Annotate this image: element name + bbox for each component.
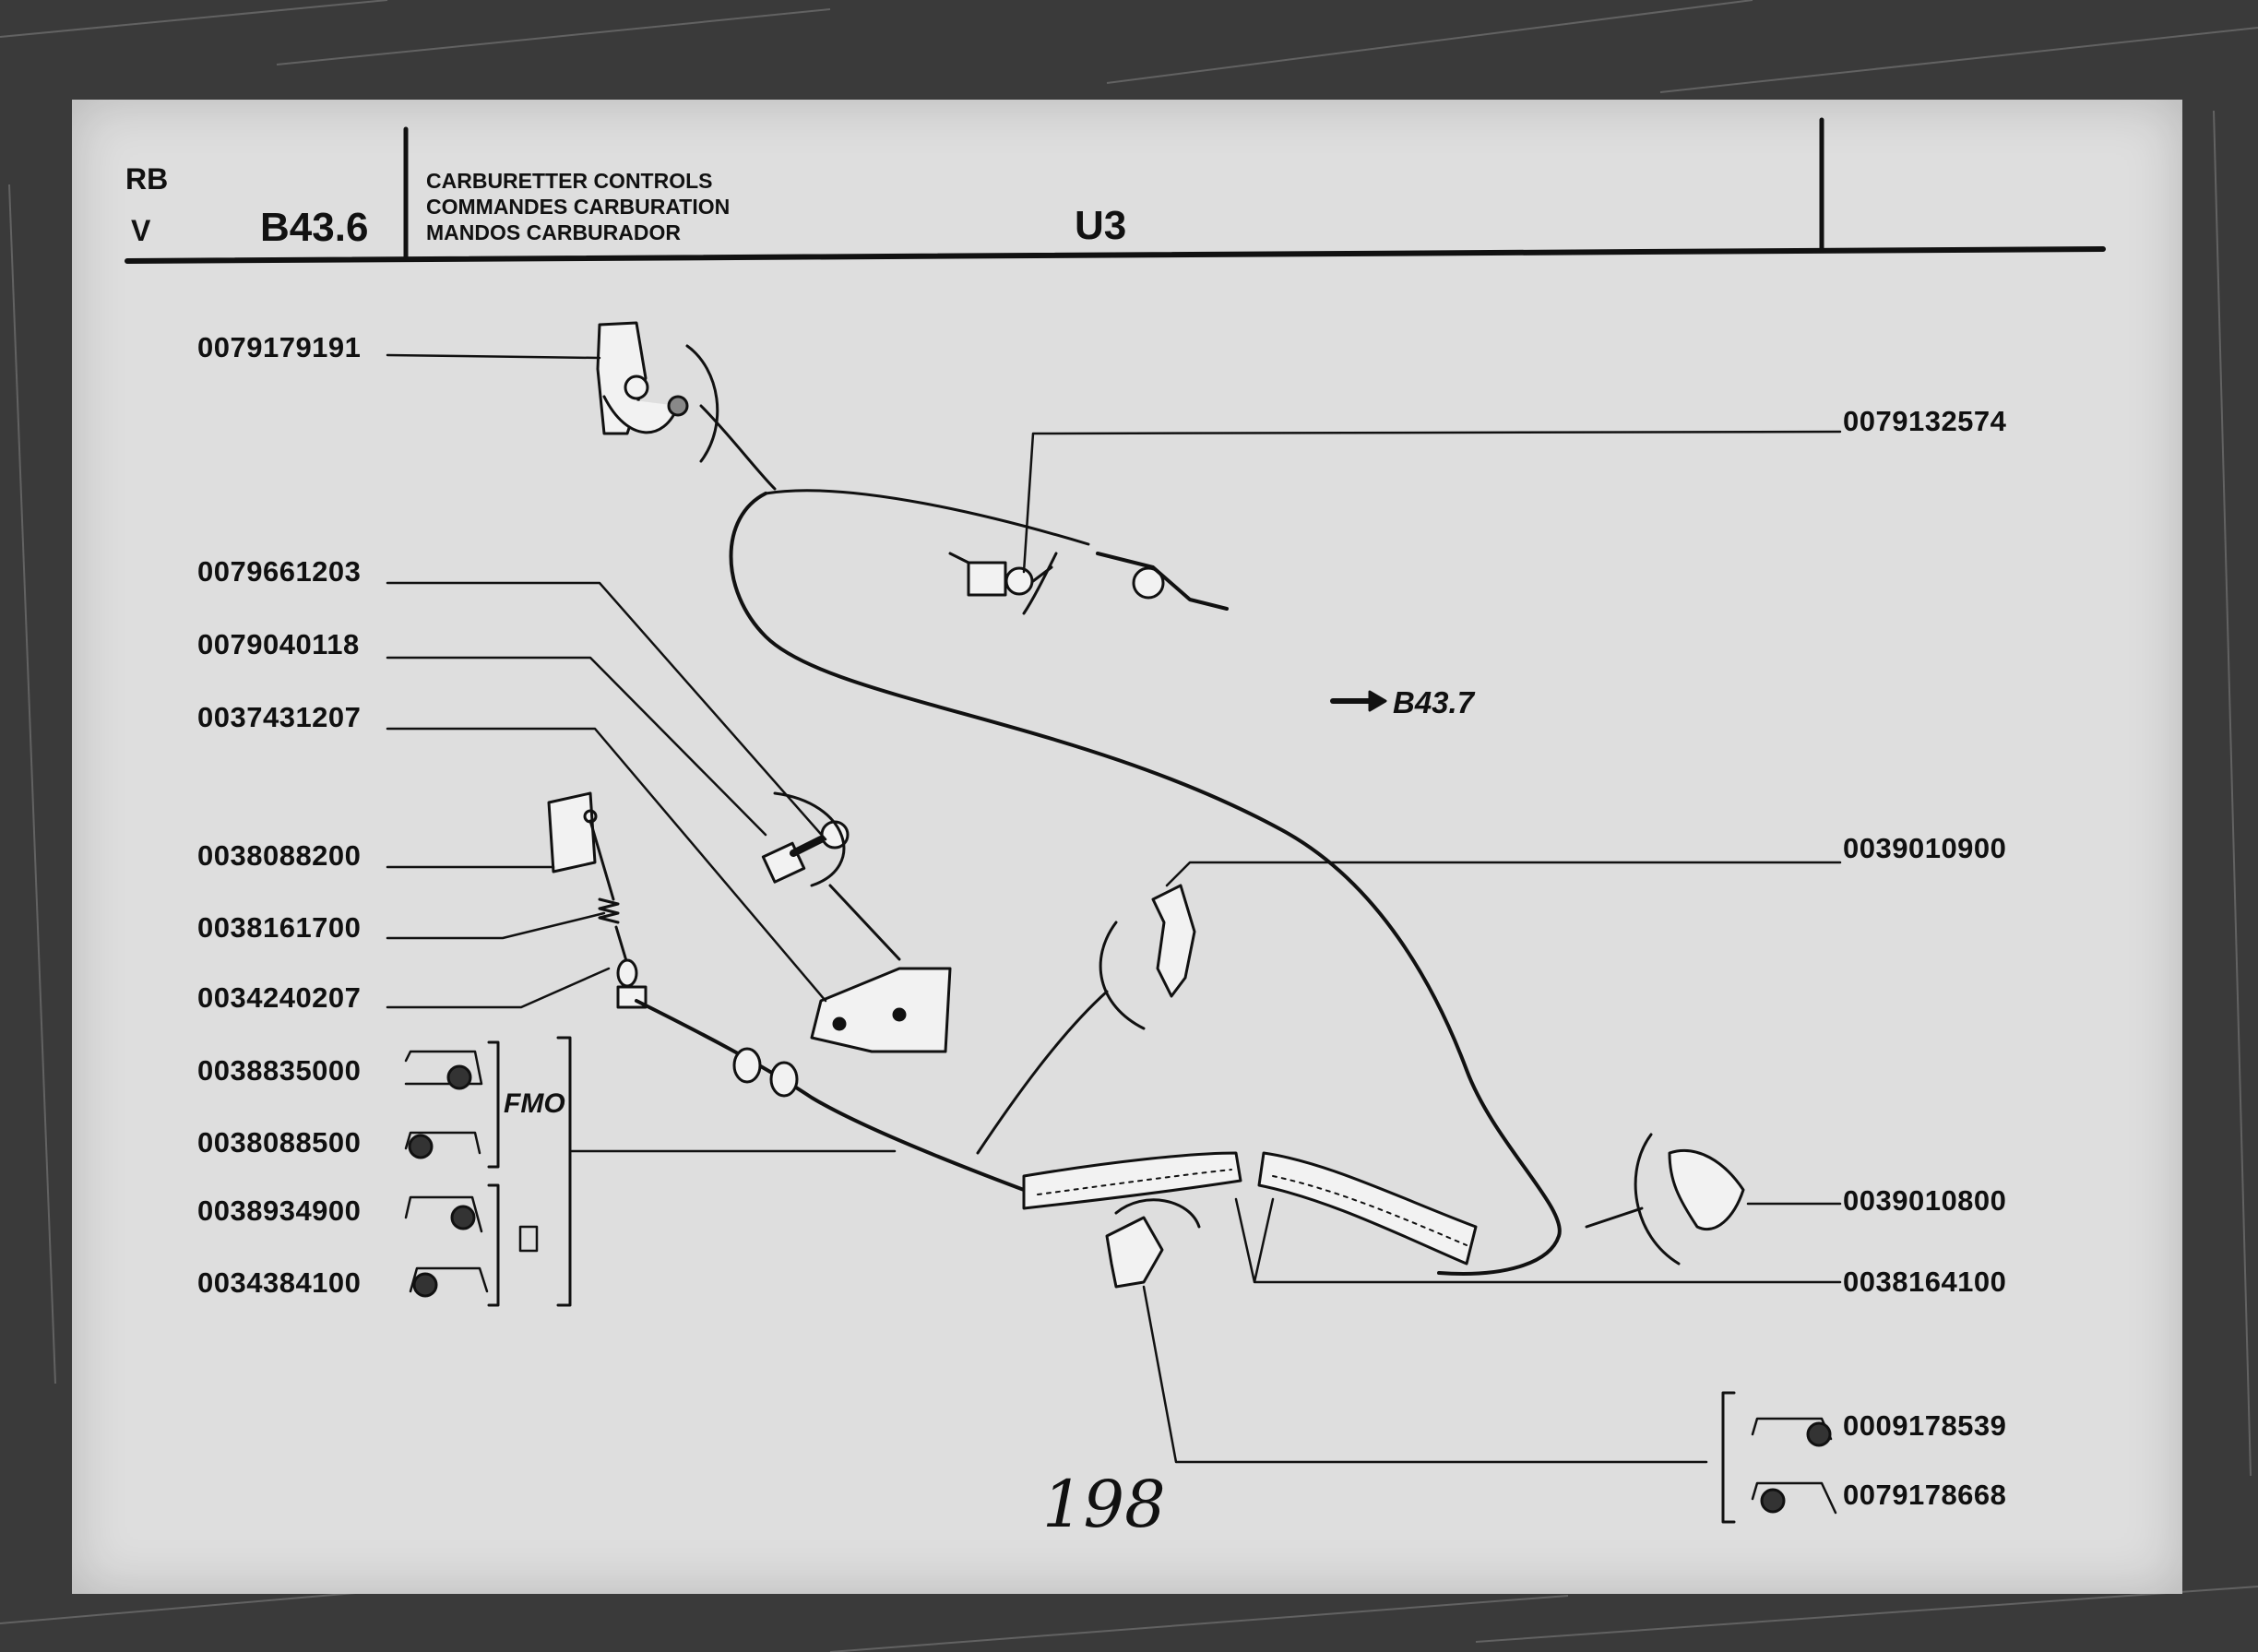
option-brackets bbox=[487, 1036, 1736, 1524]
part-label-0039010900: 0039010900 bbox=[1843, 832, 2007, 864]
header-rules bbox=[125, 117, 2106, 264]
part-label-0079661203: 0079661203 bbox=[197, 555, 362, 588]
header-code-rb: RB bbox=[125, 162, 169, 196]
part-label-0038934900: 0038934900 bbox=[197, 1194, 362, 1227]
part-label-0038164100: 0038164100 bbox=[1843, 1266, 2007, 1298]
title-spanish: MANDOS CARBURADOR bbox=[426, 220, 681, 244]
upper-cable-segment bbox=[764, 489, 1090, 546]
variant-fmo-label: FMO bbox=[504, 1088, 565, 1119]
support-bracket-icon bbox=[810, 884, 952, 1053]
variant-icons bbox=[404, 1050, 1837, 1515]
part-label-0038161700: 0038161700 bbox=[197, 911, 362, 944]
cable-clip-right-icon bbox=[1585, 1133, 1745, 1266]
part-label-0079178668: 0079178668 bbox=[1843, 1479, 2007, 1511]
cross-reference: B43.7 bbox=[1393, 685, 1475, 719]
part-label-0034240207: 0034240207 bbox=[197, 981, 362, 1014]
cable-clip-mid-icon bbox=[976, 884, 1196, 1155]
cable-sheath-icon bbox=[1022, 1151, 1478, 1266]
page-number: 198 bbox=[1042, 1467, 1166, 1542]
leader-lines bbox=[386, 353, 1842, 1464]
spring-bracket-icon bbox=[547, 791, 648, 1009]
part-label-0038835000: 0038835000 bbox=[197, 1054, 362, 1087]
part-label-0037431207: 0037431207 bbox=[197, 701, 362, 733]
part-label-0079179191: 0079179191 bbox=[197, 331, 362, 363]
cable-clip-lower-icon bbox=[1105, 1198, 1201, 1289]
part-label-0039010800: 0039010800 bbox=[1843, 1184, 2007, 1217]
title-english: CARBURETTER CONTROLS bbox=[426, 169, 713, 193]
header-code-v: V bbox=[131, 214, 151, 247]
arrow-right-icon bbox=[1330, 690, 1387, 712]
title-french: COMMANDES CARBURATION bbox=[426, 195, 731, 219]
accelerator-cable-icon bbox=[635, 999, 1026, 1192]
cable-clip-top-icon bbox=[596, 321, 777, 491]
bolt-washer-icon bbox=[761, 791, 850, 887]
part-label-0034384100: 0034384100 bbox=[197, 1266, 362, 1299]
part-label-0009178539: 0009178539 bbox=[1843, 1409, 2007, 1442]
cable-adjuster-icon bbox=[948, 552, 1229, 615]
throttle-cable bbox=[729, 492, 1562, 1276]
part-label-0079040118: 0079040118 bbox=[197, 628, 360, 660]
page-reference: B43.6 bbox=[260, 205, 369, 250]
model-code: U3 bbox=[1075, 203, 1127, 248]
part-label-0038088200: 0038088200 bbox=[197, 839, 362, 872]
part-label-0079132574: 0079132574 bbox=[1843, 405, 2007, 437]
part-label-0038088500: 0038088500 bbox=[197, 1126, 362, 1159]
catalog-sheet bbox=[72, 100, 2182, 1594]
